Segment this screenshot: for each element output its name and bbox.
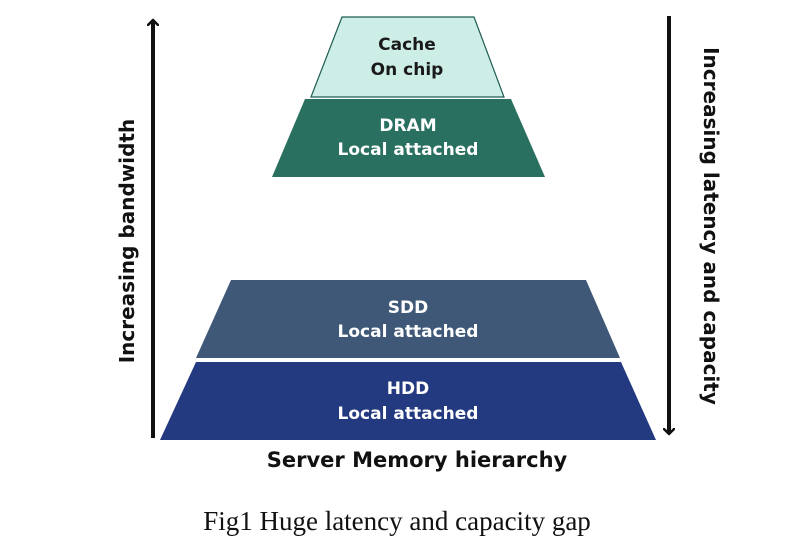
left-axis-label: Increasing bandwidth bbox=[115, 119, 139, 364]
tier-dram-location: Local attached bbox=[338, 140, 479, 160]
tier-hdd: HDD Local attached bbox=[160, 362, 656, 440]
tier-sdd-name: SDD bbox=[388, 298, 428, 318]
tier-hdd-shape bbox=[160, 362, 656, 440]
tier-cache-name: Cache bbox=[378, 35, 436, 55]
tier-cache-shape bbox=[310, 16, 505, 98]
tier-cache-location: On chip bbox=[371, 60, 444, 80]
tier-dram-shape bbox=[272, 99, 545, 177]
figure-caption: Fig1 Huge latency and capacity gap bbox=[203, 506, 591, 536]
hierarchy-title: Server Memory hierarchy bbox=[267, 448, 568, 472]
tier-cache: Cache On chip bbox=[310, 16, 505, 98]
tier-hdd-location: Local attached bbox=[338, 404, 479, 424]
tier-dram: DRAM Local attached bbox=[272, 99, 545, 177]
tier-sdd-shape bbox=[196, 280, 620, 358]
tier-sdd-location: Local attached bbox=[338, 322, 479, 342]
right-axis-label: Increasing latency and capacity bbox=[699, 47, 723, 405]
tier-hdd-name: HDD bbox=[387, 379, 429, 399]
tier-dram-name: DRAM bbox=[379, 116, 436, 136]
tier-sdd: SDD Local attached bbox=[196, 280, 620, 358]
